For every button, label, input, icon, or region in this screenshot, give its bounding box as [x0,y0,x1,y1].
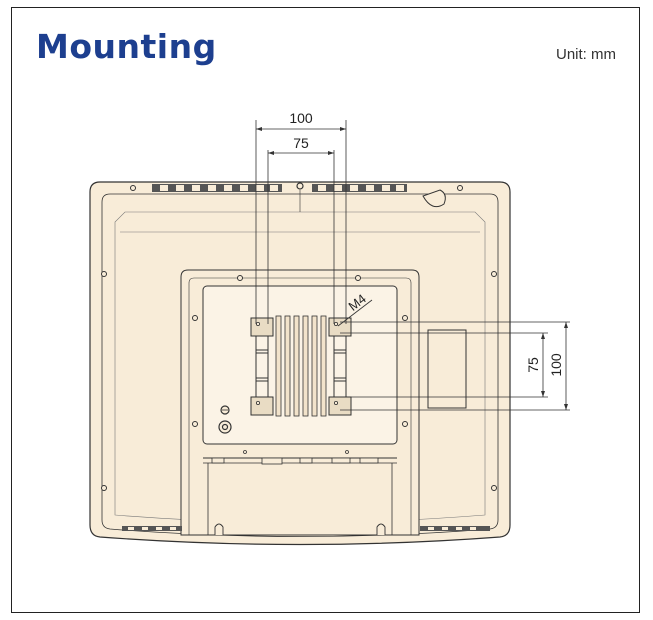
bottom-vents [122,526,490,531]
side-label-panel [427,329,467,409]
stand-foot-left [214,523,224,535]
vesa-screw-holes [255,321,338,405]
heatsink-fins [275,315,327,417]
vesa-recess-inner [188,277,412,536]
top-center-screw [296,182,304,190]
dimension-lines [255,120,570,411]
io-ports [211,450,379,465]
monitor-inner-bezel [101,193,499,537]
page-title: Mounting [36,27,217,66]
dim-label-100-vertical: 100 [548,353,564,377]
stand-foot-right [376,523,386,535]
vesa-brackets [250,317,352,416]
dim-label-75-vertical: 75 [525,357,541,373]
top-vents-left [152,184,282,192]
top-right-knob [422,189,446,208]
top-vents-right [312,184,407,192]
perimeter-screws [101,185,497,491]
monitor-rear-view [89,181,511,546]
dim-label-100-horizontal: 100 [289,110,313,126]
dim-label-75-horizontal: 75 [293,135,309,151]
plate-screws [192,275,408,427]
unit-label: Unit: mm [556,46,616,63]
m4-leader-line [337,299,373,327]
mounting-plate [202,285,398,445]
